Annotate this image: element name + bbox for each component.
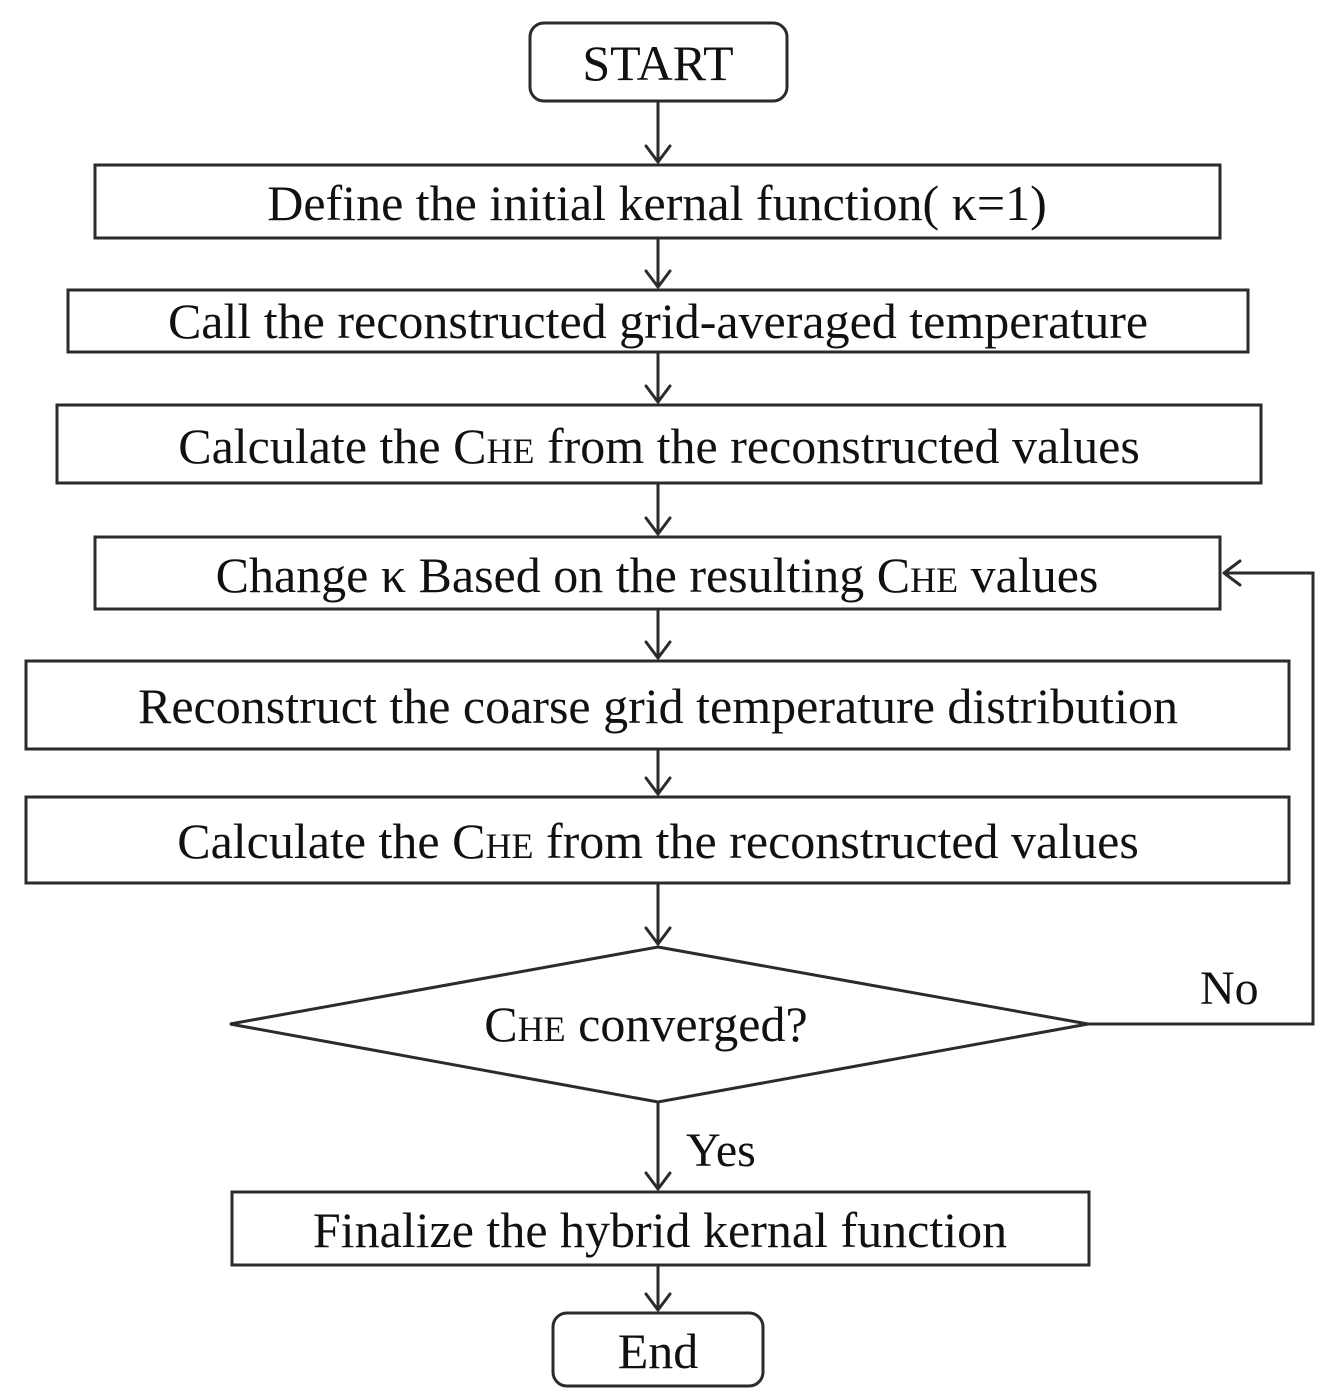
connector-calculate-to-decision (644, 883, 672, 946)
step-call-temperature-label: Call the reconstructed grid-averaged tem… (168, 293, 1148, 349)
step-call-temperature: Call the reconstructed grid-averaged tem… (66, 288, 1250, 354)
step-change-kappa-label: Change κ Based on the resulting CHE valu… (216, 547, 1099, 603)
arrowhead-icon (644, 1171, 672, 1191)
arrowhead-icon (644, 269, 672, 289)
connector-change-to-reconstruct (644, 609, 672, 660)
end-terminal-shape (551, 1311, 765, 1388)
no-label: No (1200, 962, 1259, 1015)
connector-call-to-calculate (644, 352, 672, 404)
step-calculate-che-second-text-b: from the reconstructed values (533, 813, 1138, 869)
step-finalize-kernel-label: Finalize the hybrid kernal function (313, 1202, 1007, 1258)
end-label: End (618, 1323, 699, 1379)
step-change-kappa-text-b: values (958, 547, 1098, 603)
step-calculate-che-second-text-sc: HE (485, 826, 533, 866)
decision-converged: CHE converged? (229, 945, 1089, 1104)
connector-finalize-to-end (644, 1265, 672, 1312)
step-reconstruct-distribution-label: Reconstruct the coarse grid temperature … (138, 678, 1178, 734)
step-finalize-kernel-box (230, 1190, 1091, 1267)
arrowhead-icon (644, 516, 672, 536)
step-call-temperature-box (66, 288, 1250, 354)
step-calculate-che-second: Calculate the CHE from the reconstructed… (24, 795, 1291, 885)
step-define-kernel: Define the initial kernal function( κ=1) (93, 163, 1222, 240)
step-calculate-che-first-label: Calculate the CHE from the reconstructed… (178, 418, 1140, 474)
arrowhead-left-icon (1222, 559, 1242, 587)
step-calculate-che-first-text-a: Calculate the C (178, 418, 486, 474)
connector-decision-no-loop (1088, 559, 1315, 1026)
step-define-kernel-box (93, 163, 1222, 240)
start-label: START (582, 35, 733, 91)
step-define-kernel-label: Define the initial kernal function( κ=1) (267, 175, 1047, 231)
step-calculate-che-first: Calculate the CHE from the reconstructed… (55, 403, 1263, 485)
step-change-kappa-text-a: Change κ Based on the resulting C (216, 547, 911, 603)
start-terminal: START (528, 21, 789, 103)
step-calculate-che-second-label: Calculate the CHE from the reconstructed… (177, 813, 1139, 869)
arrowhead-icon (644, 144, 672, 164)
decision-text-a: C (484, 996, 517, 1052)
step-calculate-che-first-text-b: from the reconstructed values (534, 418, 1139, 474)
decision-text-sc: HE (518, 1009, 566, 1049)
step-calculate-che-second-text-a: Calculate the C (177, 813, 485, 869)
arrowhead-icon (644, 384, 672, 404)
step-calculate-che-first-box (55, 403, 1263, 485)
connector-define-to-call (644, 238, 672, 289)
connector-calculate-to-change (644, 483, 672, 536)
arrowhead-icon (644, 926, 672, 946)
arrowhead-icon (644, 1292, 672, 1312)
step-change-kappa-text-sc: HE (910, 560, 958, 600)
decision-label: CHE converged? (484, 996, 807, 1052)
step-finalize-kernel: Finalize the hybrid kernal function (230, 1190, 1091, 1267)
step-change-kappa: Change κ Based on the resulting CHE valu… (93, 535, 1222, 611)
arrowhead-icon (644, 776, 672, 796)
end-terminal: End (551, 1311, 765, 1388)
connector-reconstruct-to-calculate (644, 749, 672, 796)
connector-start-to-define (644, 101, 672, 164)
step-reconstruct-distribution: Reconstruct the coarse grid temperature … (24, 659, 1291, 751)
connector-decision-yes-to-finalize (644, 1102, 672, 1191)
loop-back-line (1088, 571, 1315, 1026)
decision-text-b: converged? (566, 996, 808, 1052)
step-calculate-che-first-text-sc: HE (486, 431, 534, 471)
arrowhead-icon (644, 640, 672, 660)
yes-label: Yes (686, 1124, 756, 1177)
